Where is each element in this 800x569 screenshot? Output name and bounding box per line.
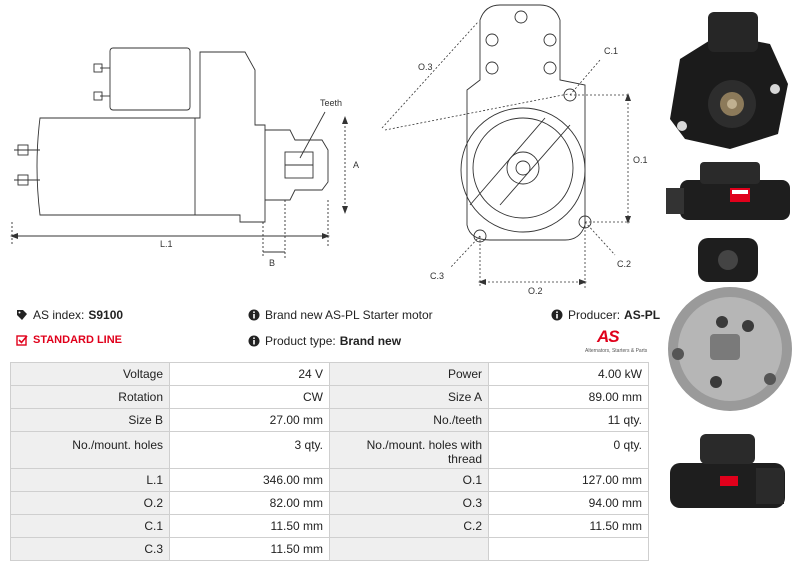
dimension-c1-label: C.1 <box>604 46 618 56</box>
spec-value: 11.50 mm <box>488 514 649 538</box>
spec-label: O.2 <box>10 491 170 515</box>
as-index: AS index: S9100 <box>16 308 123 322</box>
producer-label: Producer: <box>568 308 621 322</box>
dimension-l1-label: L.1 <box>160 239 173 249</box>
table-row: Voltage 24 V Power 4.00 kW <box>10 362 649 386</box>
info-icon <box>551 309 563 321</box>
dimension-b-label: B <box>269 258 275 268</box>
spec-value: CW <box>169 385 330 409</box>
dimension-c3-label: C.3 <box>430 271 444 281</box>
spec-label: Voltage <box>10 362 170 386</box>
spec-value: 127.00 mm <box>488 468 649 492</box>
spec-label <box>329 537 489 561</box>
spec-value: 346.00 mm <box>169 468 330 492</box>
product-photo-column <box>660 0 800 569</box>
spec-label: Size A <box>329 385 489 409</box>
as-pl-logo: AS Alternators, Starters & Parts <box>585 327 651 357</box>
drive-end-outline <box>265 129 329 201</box>
spec-value: 82.00 mm <box>169 491 330 515</box>
producer: Producer: AS-PL <box>551 308 660 322</box>
specifications-table: Voltage 24 V Power 4.00 kW Rotation CW S… <box>10 362 649 561</box>
table-row: L.1 346.00 mm O.1 127.00 mm <box>10 468 649 492</box>
spec-value: 0 qty. <box>488 431 649 469</box>
spec-value: 24 V <box>169 362 330 386</box>
spec-label: C.3 <box>10 537 170 561</box>
starter-motor-schematic: Teeth A B L.1 O.1 O.2 O.3 C.1 C.2 C.3 <box>10 4 648 296</box>
dimension-a-label: A <box>353 160 359 170</box>
spec-value <box>488 537 649 561</box>
spec-label: L.1 <box>10 468 170 492</box>
spec-label: No./teeth <box>329 408 489 432</box>
spec-value: 11.50 mm <box>169 537 330 561</box>
dimension-o2-label: O.2 <box>528 286 543 296</box>
standard-line-badge: STANDARD LINE <box>16 334 122 346</box>
as-index-value: S9100 <box>88 308 124 322</box>
spec-label: Size B <box>10 408 170 432</box>
teeth-label: Teeth <box>320 98 342 108</box>
spec-value: 89.00 mm <box>488 385 649 409</box>
spec-label: C.2 <box>329 514 489 538</box>
spec-value: 94.00 mm <box>488 491 649 515</box>
technical-drawing: Teeth A B L.1 O.1 O.2 O.3 C.1 C.2 C.3 <box>0 0 660 300</box>
info-icon <box>248 309 260 321</box>
as-index-label: AS index: <box>33 308 85 322</box>
tag-icon <box>17 310 27 320</box>
product-type-value: Brand new <box>339 334 402 348</box>
brand-description-text: Brand new AS-PL Starter motor <box>265 308 433 322</box>
product-photo-rear <box>668 238 792 411</box>
spec-value: 11.50 mm <box>169 514 330 538</box>
product-photo-side <box>666 162 790 220</box>
spec-label: O.3 <box>329 491 489 515</box>
spec-label: C.1 <box>10 514 170 538</box>
checkbox-icon <box>16 335 28 346</box>
spec-label: No./mount. holes with thread <box>329 431 489 469</box>
logo-mark: AS <box>597 327 620 346</box>
product-type: Product type: Brand new <box>248 334 401 348</box>
product-type-label: Product type: <box>265 334 336 348</box>
motor-body-outline <box>36 51 266 223</box>
producer-value: AS-PL <box>624 308 661 322</box>
spec-value: 3 qty. <box>169 431 330 469</box>
table-row: No./mount. holes 3 qty. No./mount. holes… <box>10 431 649 469</box>
logo-tagline: Alternators, Starters & Parts <box>585 348 648 354</box>
spec-label: Power <box>329 362 489 386</box>
dimension-c2-label: C.2 <box>617 259 631 269</box>
spec-value: 27.00 mm <box>169 408 330 432</box>
table-row: Size B 27.00 mm No./teeth 11 qty. <box>10 408 649 432</box>
dimension-o1-label: O.1 <box>633 155 648 165</box>
product-photo-top <box>670 434 785 508</box>
product-photo-front <box>670 12 788 149</box>
spec-value: 4.00 kW <box>488 362 649 386</box>
spec-label: O.1 <box>329 468 489 492</box>
spec-label: Rotation <box>10 385 170 409</box>
info-icon <box>248 335 260 347</box>
dimension-o3-label: O.3 <box>418 62 433 72</box>
table-row: O.2 82.00 mm O.3 94.00 mm <box>10 491 649 515</box>
solenoid-outline <box>109 47 191 111</box>
spec-label: No./mount. holes <box>10 431 170 469</box>
table-row: C.1 11.50 mm C.2 11.50 mm <box>10 514 649 538</box>
brand-description: Brand new AS-PL Starter motor <box>248 308 433 322</box>
spec-value: 11 qty. <box>488 408 649 432</box>
table-row: Rotation CW Size A 89.00 mm <box>10 385 649 409</box>
front-view-outline <box>460 4 592 243</box>
standard-line-text: STANDARD LINE <box>33 334 123 346</box>
table-row: C.3 11.50 mm <box>10 537 649 561</box>
